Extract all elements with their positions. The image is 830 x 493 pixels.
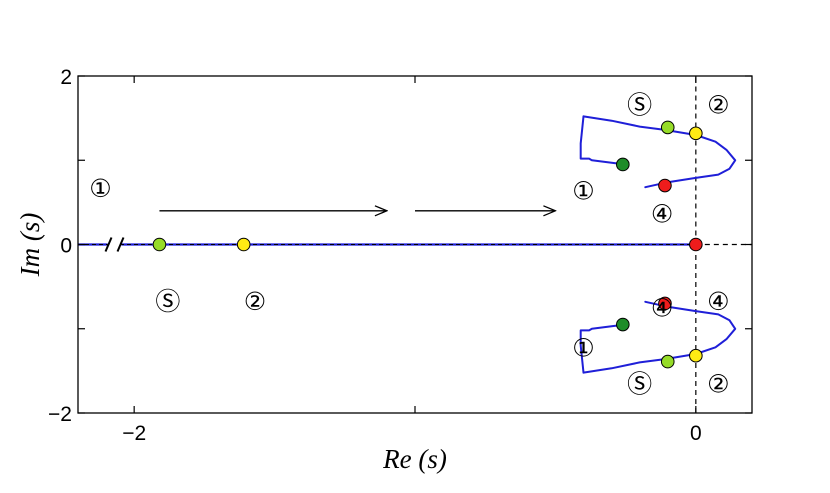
locus-curve-1 xyxy=(579,115,627,166)
y-axis-label: Im (s) xyxy=(15,213,45,278)
marker-point-4-6 xyxy=(658,178,672,193)
marker-point-s-7 xyxy=(660,354,675,369)
y-tick-label-1: 0 xyxy=(60,235,72,258)
marker-annotation-3: ④ xyxy=(707,287,729,316)
locus-curve-3 xyxy=(579,323,627,374)
x-tick-label-0: −2 xyxy=(122,422,146,445)
x-tick-label-1: 0 xyxy=(690,422,702,445)
x-axis-label: Re (s) xyxy=(382,444,447,474)
marker-annotation-6: ① xyxy=(572,177,594,206)
locus-layer xyxy=(579,115,737,374)
marker-point-2-4 xyxy=(689,126,703,141)
marker-annotation-9: ① xyxy=(572,333,594,362)
marker-annotation-1: Ⓢ xyxy=(155,287,180,316)
axis-break-slash-right xyxy=(116,237,125,252)
axis-break-gap xyxy=(107,241,122,248)
marker-point-1-9 xyxy=(616,317,630,332)
points-layer xyxy=(152,120,703,369)
marker-annotation-10: Ⓢ xyxy=(627,370,652,399)
ticks-layer: −2 0 2 0 −2 xyxy=(48,66,752,445)
marker-point-1-5 xyxy=(616,157,630,172)
marker-annotation-11: ② xyxy=(707,370,729,399)
reference-lines-layer xyxy=(695,76,752,413)
marker-point-s-3 xyxy=(660,120,675,135)
marker-point-s-0 xyxy=(152,237,167,252)
marker-annotation-0: ① xyxy=(89,174,111,203)
marker-annotation-2: ② xyxy=(244,287,266,316)
locus-curve-2 xyxy=(582,300,737,374)
marker-point-4-10 xyxy=(658,296,672,311)
axis-break-layer xyxy=(104,237,125,252)
marker-point-2-1 xyxy=(236,237,251,252)
marker-annotation-7: ④ xyxy=(651,199,673,228)
locus-curve-0 xyxy=(582,115,737,189)
marker-point-2-8 xyxy=(689,348,703,363)
marker-annotation-5: ② xyxy=(707,91,729,120)
marker-point-4-2 xyxy=(689,237,703,252)
y-tick-label-0: 2 xyxy=(60,66,72,89)
y-tick-label-2: −2 xyxy=(48,403,72,426)
marker-annotation-8: ④ xyxy=(651,294,673,323)
marker-annotation-4: Ⓢ xyxy=(627,91,652,120)
annotations-layer: ① Ⓢ ② ④ Ⓢ ② ① ④ ④ ① Ⓢ ② xyxy=(89,91,729,399)
axis-break-slash-left xyxy=(104,237,113,252)
